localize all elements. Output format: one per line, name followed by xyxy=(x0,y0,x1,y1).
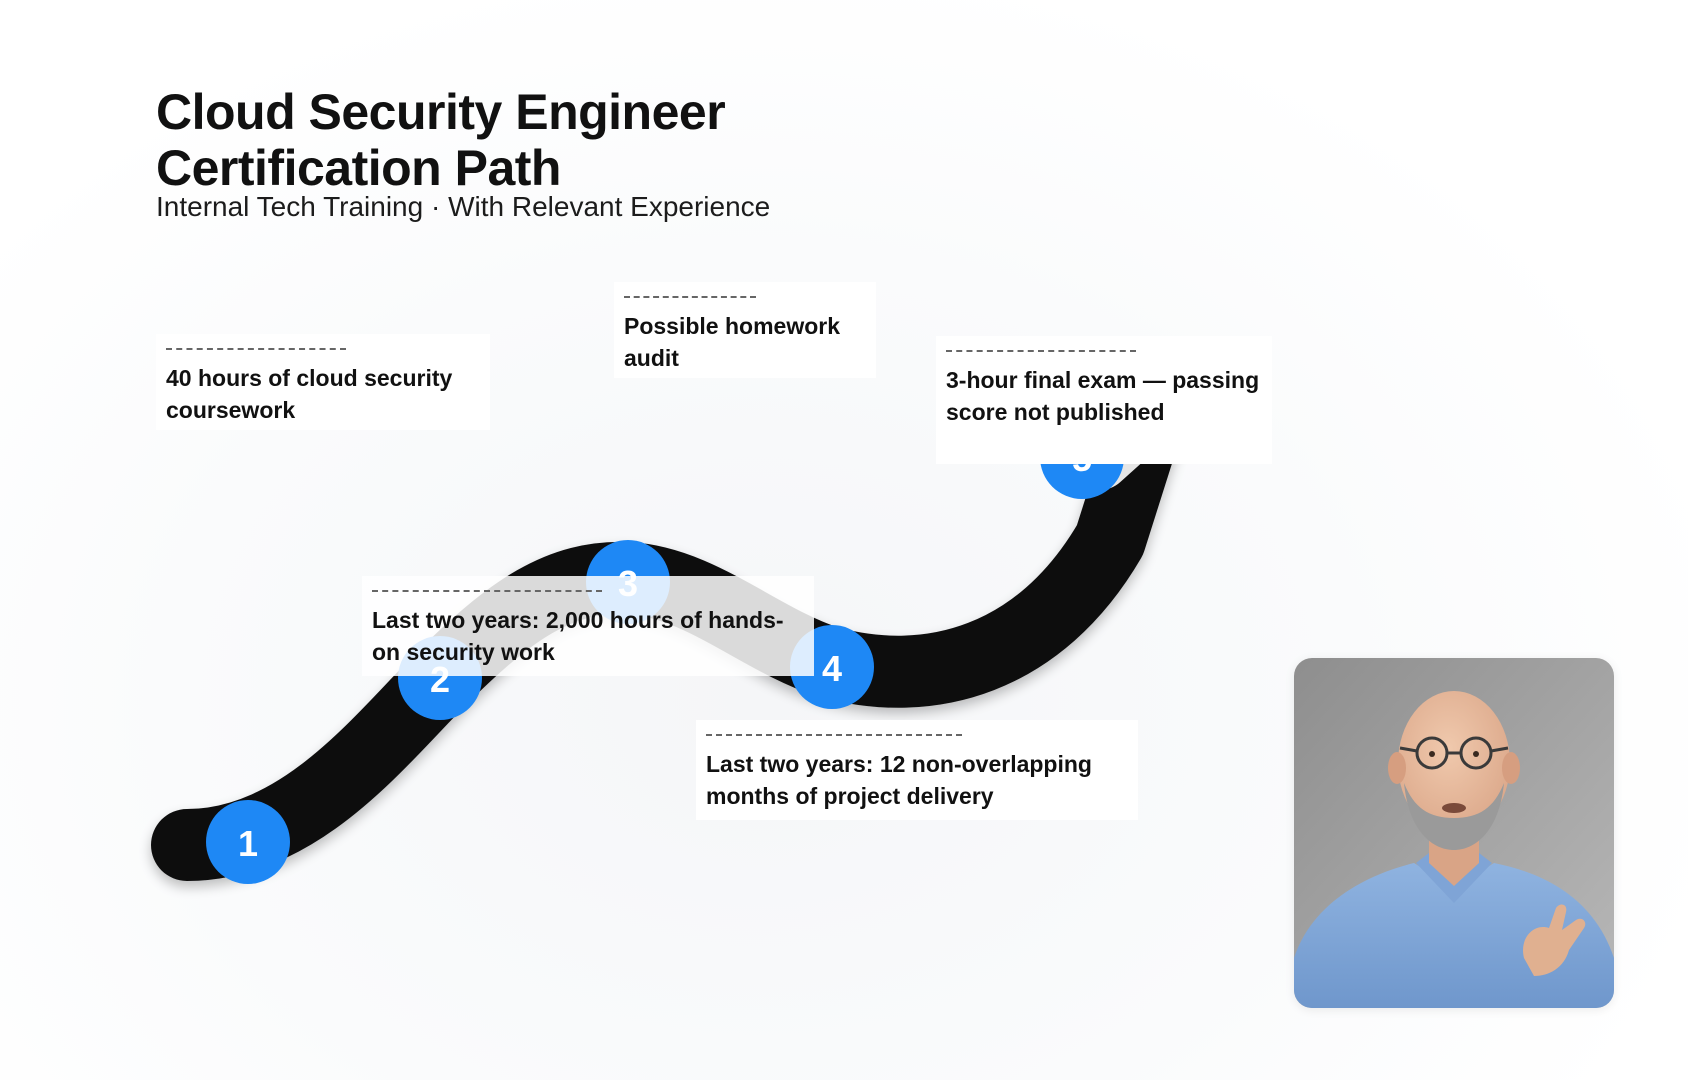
callout-divider xyxy=(372,590,602,592)
step-number: 4 xyxy=(822,648,842,689)
callout-text: Last two years: 12 non-overlapping month… xyxy=(706,751,1092,809)
slide-title: Cloud Security Engineer Certification Pa… xyxy=(156,84,726,196)
callout-divider xyxy=(624,296,756,298)
presenter-video-tile xyxy=(1294,658,1614,1008)
callout-text: 40 hours of cloud security coursework xyxy=(166,365,453,423)
slide-subtitle: Internal Tech Training · With Relevant E… xyxy=(156,191,771,222)
callout-final-exam: 3-hour final exam — passing score not pu… xyxy=(936,336,1272,464)
callout-hands-on-hours: Last two years: 2,000 hours of hands-on … xyxy=(362,576,814,676)
callout-text: Last two years: 2,000 hours of hands-on … xyxy=(372,607,784,665)
callout-text: Possible homework audit xyxy=(624,313,841,371)
presenter-photo-icon xyxy=(1294,658,1614,1008)
callout-project-months: Last two years: 12 non-overlapping month… xyxy=(696,720,1138,820)
step-marker-1[interactable]: 1 xyxy=(206,800,290,884)
callout-divider xyxy=(946,350,1136,352)
callout-text: 3-hour final exam — passing score not pu… xyxy=(946,367,1260,425)
callout-coursework: 40 hours of cloud security coursework xyxy=(156,334,490,430)
step-marker-circle xyxy=(206,800,290,884)
callout-divider xyxy=(706,734,962,736)
step-number: 1 xyxy=(238,823,258,864)
callout-divider xyxy=(166,348,346,350)
callout-homework-audit: Possible homework audit xyxy=(614,282,876,378)
